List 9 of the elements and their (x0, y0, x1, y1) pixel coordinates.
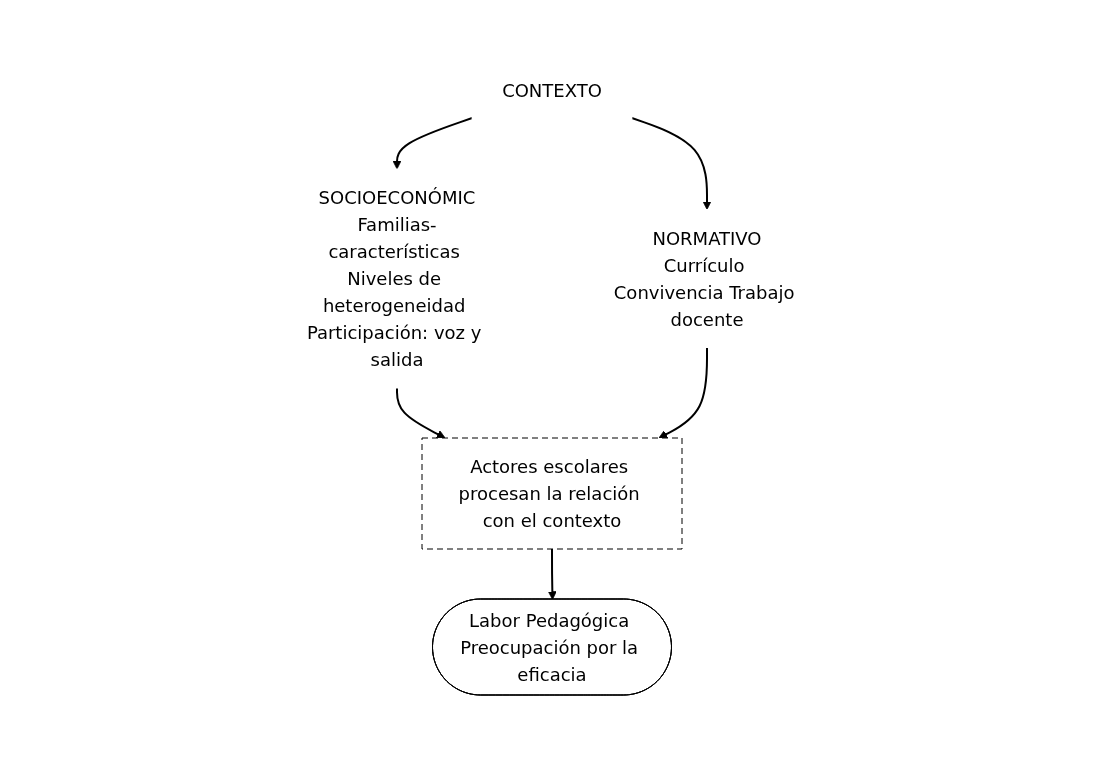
node-text: CONTEXTO (502, 80, 602, 101)
arrow (396, 387, 446, 439)
node-text: NORMATIVO Currículo Convivencia Trabajo docente (613, 227, 795, 330)
node-box: Actores escolares procesan la relación con el contexto (421, 437, 683, 550)
arrow (392, 117, 474, 170)
node-text: SOCIOECONÓMIC Familias-características Niveles de heterogeneidad Participación: voz y salida (306, 187, 482, 370)
arrow (630, 117, 712, 210)
arrow (547, 548, 557, 600)
arrow (658, 346, 708, 439)
